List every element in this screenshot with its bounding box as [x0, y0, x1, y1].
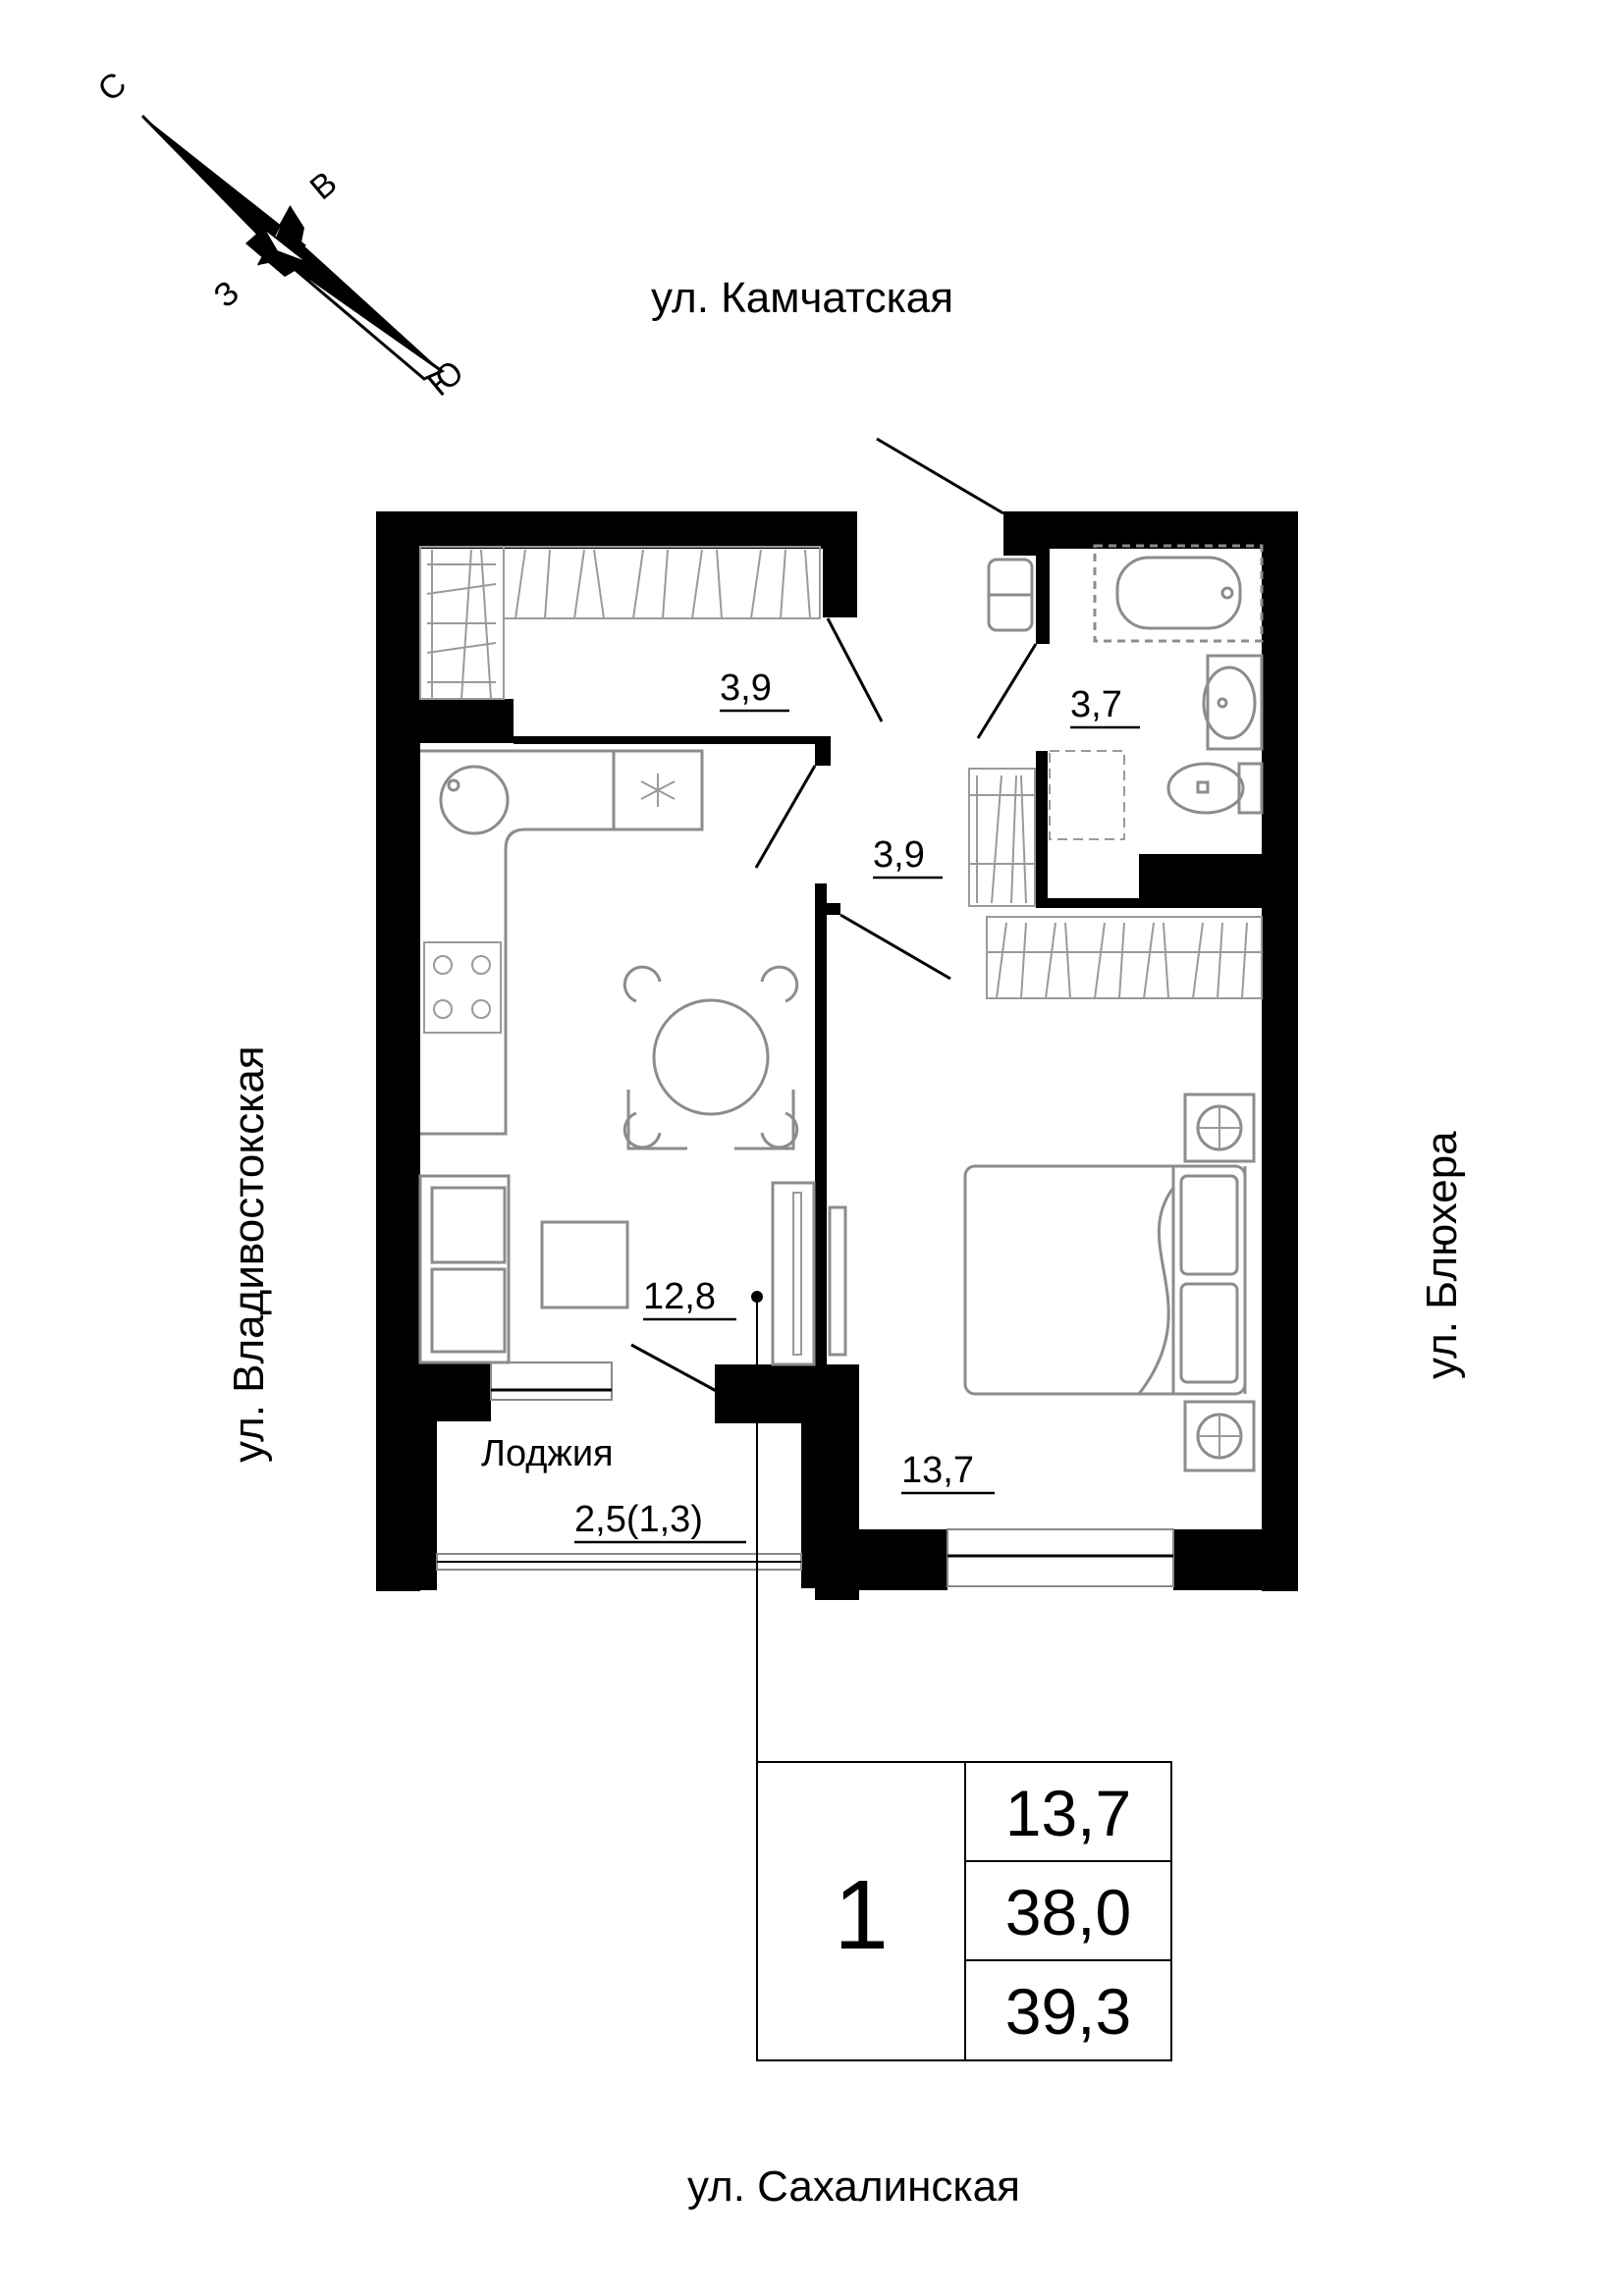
summary-table [756, 1761, 1172, 2061]
street-west-label: ул. Владивостокская [225, 1045, 273, 1463]
loggia-area-label: 2,5(1,3) [574, 1499, 703, 1540]
bathroom-area-label: 3,7 [1070, 684, 1122, 725]
sink-icon [1202, 654, 1264, 751]
bedroom-area-label: 13,7 [901, 1450, 974, 1491]
kitchen-sink-icon [439, 765, 510, 835]
hall-wardrobe [968, 768, 1036, 907]
bed-icon [963, 1164, 1247, 1396]
compass-east-label: В [303, 164, 345, 207]
coffee-table [540, 1220, 629, 1309]
stove-icon [423, 941, 502, 1034]
toilet-icon [1166, 762, 1264, 815]
hall-area-label: 3,9 [873, 834, 925, 876]
doors [630, 437, 1038, 1396]
storage-area-label: 3,9 [720, 667, 772, 709]
nightstand-top-icon [1183, 1093, 1256, 1163]
living-area-value: 13,7 [1005, 1777, 1131, 1849]
bedroom-wardrobe [986, 916, 1263, 999]
compass-west-label: З [207, 274, 246, 315]
rooms-count-value: 1 [834, 1860, 889, 1970]
kitchen-counter [420, 749, 704, 1136]
sofa-icon [418, 1174, 511, 1364]
loggia-name-label: Лоджия [481, 1433, 614, 1474]
tv-stand-icon [771, 1181, 847, 1366]
total-area-value: 38,0 [1005, 1876, 1131, 1949]
storage-wardrobe [419, 546, 821, 700]
total-with-loggia-value: 39,3 [1005, 1975, 1131, 2048]
kitchen-area-label: 12,8 [643, 1276, 716, 1317]
walls [376, 511, 1298, 1600]
street-east-label: ул. Блюхера [1418, 1131, 1466, 1379]
nightstand-bottom-icon [1183, 1400, 1256, 1472]
fridge-icon [640, 774, 676, 807]
bathtub-icon [1093, 544, 1264, 643]
windows [436, 1362, 1174, 1587]
street-north-label: ул. Камчатская [651, 274, 953, 322]
bathroom-cabinet [1049, 750, 1125, 840]
dining-table-icon [623, 965, 799, 1150]
compass-north-label: С [91, 65, 134, 109]
compass-rose-icon [140, 114, 446, 381]
washing-machine-icon [987, 558, 1034, 632]
street-south-label: ул. Сахалинская [687, 2163, 1020, 2211]
